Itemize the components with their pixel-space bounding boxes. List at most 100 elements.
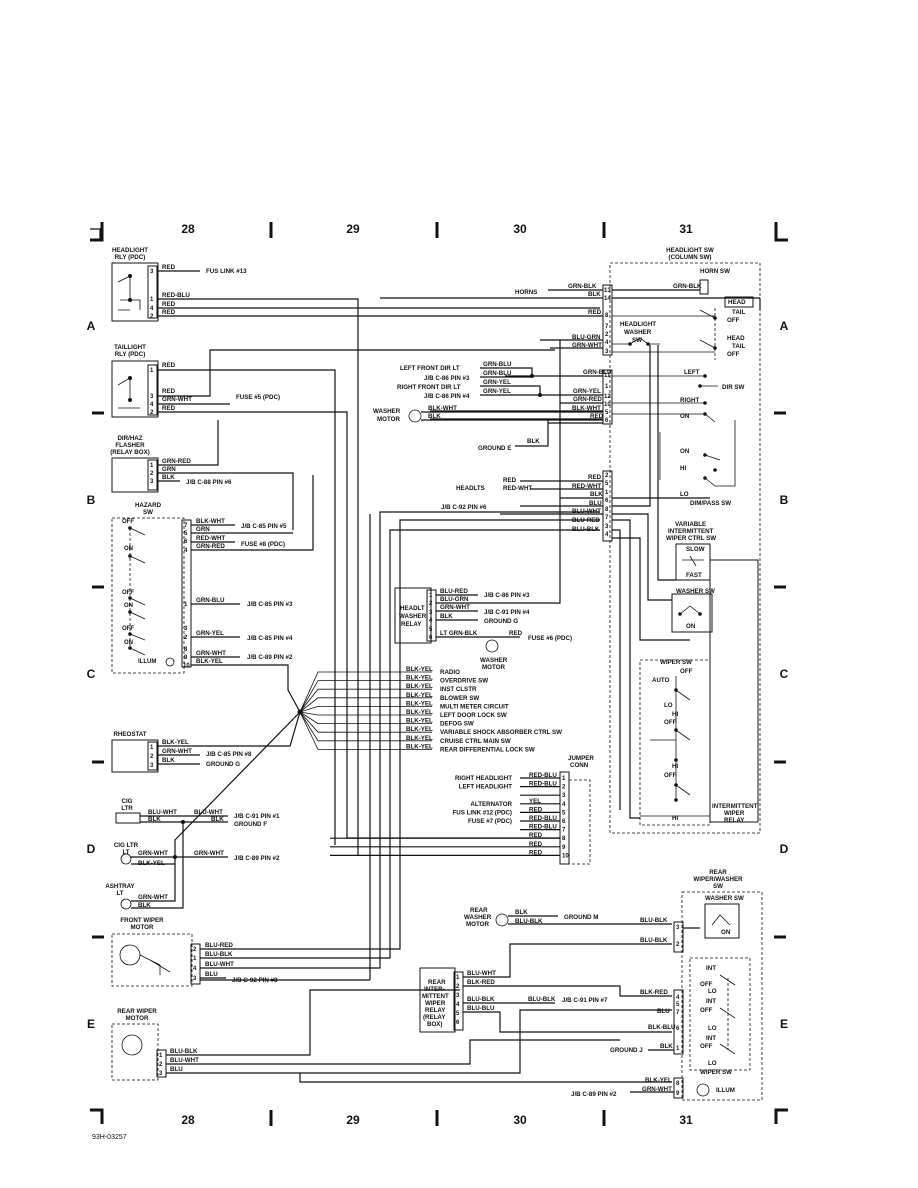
component-title: RLY (PDC) bbox=[115, 351, 146, 358]
wire-label: BLU-BLK bbox=[170, 1048, 198, 1055]
switch-pos: OFF bbox=[700, 1043, 713, 1050]
dest-label: BLOWER SW bbox=[440, 695, 479, 702]
pin: 2 bbox=[150, 314, 154, 320]
dest-label: GROUND G bbox=[206, 761, 240, 768]
pin: 1 bbox=[605, 490, 609, 496]
dest-label: RIGHT HEADLIGHT bbox=[455, 775, 512, 782]
wire-label: GRN bbox=[196, 526, 210, 533]
pin: 3 bbox=[562, 793, 566, 799]
wire-label: BLK-YEL bbox=[196, 658, 223, 665]
wire-label: RED-WHT bbox=[572, 483, 601, 490]
switch-pos: LO bbox=[680, 491, 689, 498]
dir-lights: LEFT FRONT DIR LT GRN-BLU J/B C-86 PIN #… bbox=[397, 361, 542, 400]
wire-label: BLU-BLK bbox=[572, 526, 600, 533]
col-label-bottom: 31 bbox=[679, 1113, 693, 1127]
pin: 10 bbox=[562, 853, 569, 859]
illum-branch-wire bbox=[299, 680, 432, 713]
pin: 5 bbox=[429, 627, 433, 633]
row-label-right: A bbox=[780, 319, 789, 333]
pin: 6 bbox=[184, 539, 188, 545]
pin: 8 bbox=[676, 1081, 680, 1087]
dest-label: J/B C-86 PIN #3 bbox=[484, 592, 530, 599]
component-title: MOTOR bbox=[131, 924, 154, 931]
wire-label: BLK-YEL bbox=[406, 709, 433, 716]
pin: 12 bbox=[604, 394, 611, 400]
illum-branch-wire bbox=[299, 671, 432, 713]
col-label-top: 28 bbox=[181, 222, 195, 236]
dest-label: FUSE #5 (PDC) bbox=[236, 394, 280, 401]
pin: 1 bbox=[150, 368, 154, 374]
wire-label: BLK bbox=[440, 613, 453, 620]
wire-label: GRN-BLU bbox=[483, 370, 512, 377]
component-title: RLY (PDC) bbox=[115, 254, 146, 261]
wire-label: GRN bbox=[162, 466, 176, 473]
component-title: LT bbox=[116, 890, 123, 897]
pin: 3 bbox=[150, 394, 154, 400]
bus-wires bbox=[200, 514, 371, 981]
dest-label: RADIO bbox=[440, 669, 460, 676]
pin: 4 bbox=[184, 548, 188, 554]
row-label-left: E bbox=[87, 1017, 95, 1031]
pin: 7 bbox=[562, 828, 566, 834]
component-title: DIM/PASS SW bbox=[690, 500, 731, 507]
pin: 1 bbox=[193, 956, 197, 962]
dest-label: OVERDRIVE SW bbox=[440, 678, 488, 685]
pin: 3 bbox=[456, 993, 460, 999]
component-title: CONN bbox=[570, 762, 589, 769]
switch-pos: AUTO bbox=[652, 677, 670, 684]
dest-label: J/B C-91 PIN #7 bbox=[562, 997, 608, 1004]
component-title: INTER- bbox=[424, 986, 445, 993]
dest-label: VARIABLE SHOCK ABSORBER CTRL SW bbox=[440, 729, 562, 736]
wire-label: GRN-WHT bbox=[138, 894, 168, 901]
pin: 8 bbox=[184, 647, 188, 653]
illum-label: ILLUM bbox=[716, 1087, 735, 1094]
component-title: MOTOR bbox=[482, 664, 505, 671]
pin: 2 bbox=[193, 947, 197, 953]
component-title: RELAY bbox=[724, 817, 745, 824]
wire-label: BLU-RED bbox=[440, 588, 468, 595]
component-title: FRONT WIPER bbox=[120, 917, 164, 924]
wire-label: GRN-RED bbox=[573, 396, 602, 403]
pin: 2 bbox=[184, 635, 188, 641]
component-title: HEADLT bbox=[400, 605, 425, 612]
wire-label: YEL bbox=[529, 798, 541, 805]
pin: 3 bbox=[150, 479, 154, 485]
wire-label: RED bbox=[529, 806, 543, 813]
wire-label: BLK-YEL bbox=[645, 1077, 672, 1084]
switch-pos: INT bbox=[706, 965, 716, 972]
pin: 2 bbox=[562, 785, 566, 791]
wire-label: RED-BLU bbox=[529, 824, 557, 831]
pin: 3 bbox=[605, 349, 609, 355]
wire-label: BLU-BLK bbox=[205, 951, 233, 958]
wire-label: BLU-BLK bbox=[640, 937, 668, 944]
wire-label: BLK-YEL bbox=[406, 718, 433, 725]
component-title: HAZARD bbox=[135, 502, 162, 509]
row-label-right: C bbox=[780, 667, 789, 681]
wire-label: GRN-BLK bbox=[568, 283, 597, 290]
wire-label: GRN-WHT bbox=[440, 604, 470, 611]
wire-label: BLK bbox=[527, 438, 540, 445]
component-title: JUMPER bbox=[568, 755, 594, 762]
component-title: RELAY bbox=[425, 1007, 446, 1014]
wire-label: BLU-GRN bbox=[440, 596, 469, 603]
wire-label: RED-BLU bbox=[162, 292, 190, 299]
pin: 3 bbox=[193, 976, 197, 982]
illum-branch-wire bbox=[299, 706, 432, 713]
wire-label: GRN-BLU bbox=[483, 361, 512, 368]
switch-pos: INT bbox=[706, 998, 716, 1005]
dest-label: REAR DIFFERENTIAL LOCK SW bbox=[440, 746, 535, 753]
front-wiper-motor: FRONT WIPER MOTOR 2 1 4 3 BLU-RED BLU-BL… bbox=[111, 511, 600, 987]
wire-label: BLU bbox=[170, 1066, 183, 1073]
switch-pos: OFF bbox=[122, 626, 134, 632]
component-title: WASHER bbox=[399, 613, 427, 620]
switch-pos: SLOW bbox=[686, 546, 705, 553]
switch-pos: TAIL bbox=[732, 343, 746, 350]
component-title: HEADLIGHT SW bbox=[666, 247, 714, 254]
wire-label: BLU-WHT bbox=[467, 970, 496, 977]
wire-label: GRN-RED bbox=[162, 458, 191, 465]
pin: 4 bbox=[605, 340, 609, 346]
wire-label: BLK bbox=[515, 909, 528, 916]
wire-label: RED bbox=[590, 413, 604, 420]
wire-label: RED bbox=[529, 841, 543, 848]
pin: 9 bbox=[562, 845, 566, 851]
